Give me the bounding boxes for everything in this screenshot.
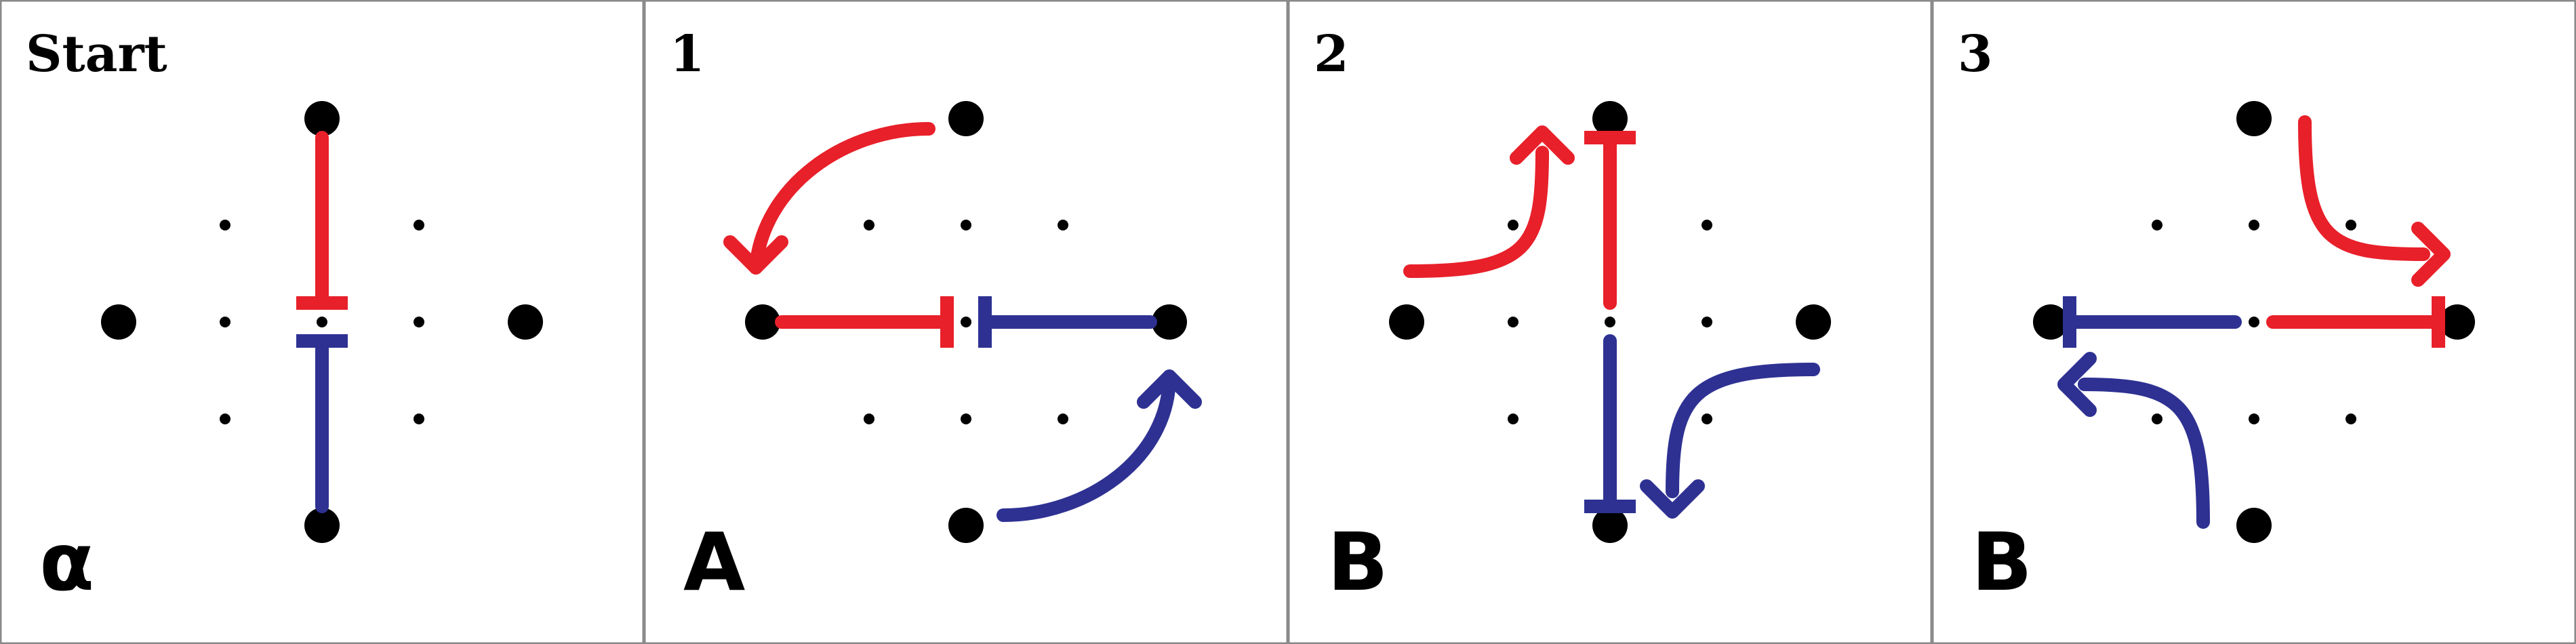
big-dot-down bbox=[1592, 508, 1628, 543]
big-dot-right bbox=[508, 304, 543, 340]
big-dot-up bbox=[2236, 101, 2272, 136]
grid-dot bbox=[317, 317, 327, 327]
big-dot-left bbox=[2033, 304, 2068, 340]
blue-arrow-head bbox=[1137, 369, 1202, 409]
panel-title: 2 bbox=[1314, 25, 1349, 83]
red-arrow-head bbox=[723, 235, 788, 275]
grid-dot bbox=[2152, 220, 2162, 230]
blue-move-arrow bbox=[2078, 378, 2210, 529]
grid-dot bbox=[414, 414, 424, 424]
big-dot-left bbox=[1389, 304, 1424, 340]
big-dot-left bbox=[101, 304, 136, 340]
red-move-arrow bbox=[2298, 115, 2430, 261]
big-dot-up bbox=[304, 101, 340, 136]
panel-code: B bbox=[1327, 515, 1388, 609]
panel-3: 2B bbox=[1287, 0, 1933, 644]
grid-dot bbox=[1702, 414, 1712, 424]
grid-dot bbox=[2249, 414, 2259, 424]
grid-dot bbox=[1058, 220, 1068, 230]
grid-dot bbox=[961, 220, 971, 230]
panel-4: 3B bbox=[1931, 0, 2576, 644]
grid-dot bbox=[2152, 414, 2162, 424]
panel-code: α bbox=[39, 515, 94, 609]
big-dot-down bbox=[2236, 508, 2272, 543]
big-dot-down bbox=[304, 508, 340, 543]
blue-arrow-head bbox=[1640, 479, 1705, 519]
blue-move-arrow bbox=[997, 369, 1176, 522]
grid-dot bbox=[1508, 317, 1518, 327]
big-dot-right bbox=[1796, 304, 1831, 340]
grid-dot bbox=[864, 414, 874, 424]
big-dot-up bbox=[948, 101, 984, 136]
red-move-arrow bbox=[1403, 146, 1549, 278]
grid-dot bbox=[864, 220, 874, 230]
grid-dot bbox=[961, 414, 971, 424]
big-dot-right bbox=[2440, 304, 2475, 340]
grid-dot bbox=[2249, 317, 2259, 327]
grid-dot bbox=[1605, 317, 1615, 327]
grid-dot bbox=[220, 317, 230, 327]
grid-dot bbox=[1508, 220, 1518, 230]
big-dot-up bbox=[1592, 101, 1628, 136]
grid-dot bbox=[414, 220, 424, 230]
panel-2: 1A bbox=[643, 0, 1289, 644]
panel-1: Start α bbox=[0, 0, 645, 644]
big-dot-left bbox=[745, 304, 780, 340]
grid-dot bbox=[2249, 220, 2259, 230]
panel-code: B bbox=[1971, 515, 2032, 609]
grid-dot bbox=[220, 414, 230, 424]
grid-dot bbox=[1508, 414, 1518, 424]
grid-dot bbox=[220, 220, 230, 230]
grid-dot bbox=[2346, 414, 2356, 424]
grid-dot bbox=[1702, 317, 1712, 327]
grid-dot bbox=[414, 317, 424, 327]
panel-code: A bbox=[683, 515, 745, 609]
grid-dot bbox=[1058, 414, 1068, 424]
red-arrow-head bbox=[1510, 125, 1575, 165]
panel-title: 3 bbox=[1958, 25, 1993, 83]
panel-title: Start bbox=[26, 25, 167, 83]
panel-title: 1 bbox=[670, 25, 705, 83]
blue-move-arrow bbox=[1666, 363, 1820, 498]
blue-arrow-head bbox=[2057, 352, 2097, 417]
big-dot-right bbox=[1152, 304, 1187, 340]
grid-dot bbox=[2346, 220, 2356, 230]
grid-dot bbox=[1702, 220, 1712, 230]
red-arrow-head bbox=[2411, 222, 2451, 287]
big-dot-down bbox=[948, 508, 984, 543]
red-move-arrow bbox=[749, 122, 935, 275]
grid-dot bbox=[961, 317, 971, 327]
